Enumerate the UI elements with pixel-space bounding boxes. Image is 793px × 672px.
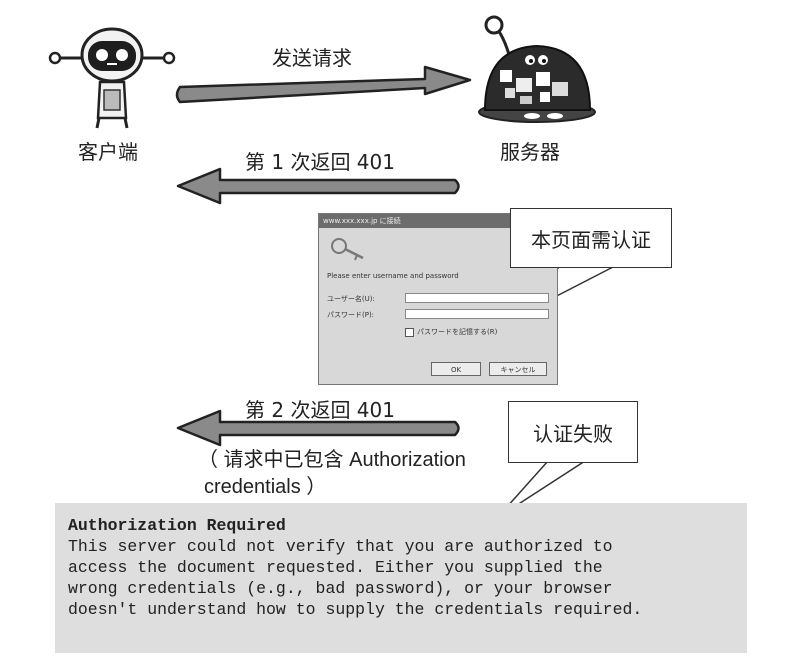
callout-auth-failed: 认证失败	[508, 401, 638, 463]
remember-password-label: パスワードを記憶する(R)	[417, 328, 498, 336]
error-line: wrong credentials (e.g., bad password), …	[68, 579, 613, 598]
request-arrow-label: 发送请求	[272, 46, 352, 70]
remember-password-checkbox[interactable]: パスワードを記憶する(R)	[405, 327, 497, 337]
first-401-arrow	[176, 167, 460, 205]
error-line: doesn't understand how to supply the cre…	[68, 600, 643, 619]
server-robot-icon	[478, 15, 596, 123]
error-line: access the document requested. Either yo…	[68, 558, 603, 577]
key-icon	[331, 238, 364, 261]
client-robot-icon	[48, 27, 176, 129]
second-401-note: （ 请求中已包含 Authorization credentials ）	[198, 447, 466, 501]
ok-button[interactable]: OK	[431, 362, 481, 376]
username-label: ユーザー名(U):	[327, 295, 375, 303]
second-401-arrow-label: 第 2 次返回 401	[245, 398, 395, 422]
client-label: 客户端	[78, 140, 138, 164]
error-title: Authorization Required	[68, 516, 286, 535]
username-field[interactable]	[405, 293, 549, 303]
checkbox-box[interactable]	[405, 327, 414, 337]
second-401-note-line: （ 请求中已包含 Authorization	[198, 449, 466, 471]
password-label: パスワード(P):	[327, 311, 375, 319]
dialog-prompt: Please enter username and password	[327, 272, 459, 280]
callout-auth-required: 本页面需认证	[510, 208, 672, 268]
server-label: 服务器	[500, 140, 560, 164]
error-page: Authorization Required This server could…	[55, 503, 747, 653]
dialog-title: www.xxx.xxx.jp に接続	[319, 214, 557, 228]
request-arrow	[175, 65, 472, 104]
error-line: This server could not verify that you ar…	[68, 537, 613, 556]
second-401-arrow	[176, 409, 460, 447]
second-401-note-line: credentials ）	[204, 476, 327, 498]
password-field[interactable]	[405, 309, 549, 319]
first-401-arrow-label: 第 1 次返回 401	[245, 150, 395, 174]
cancel-button[interactable]: キャンセル	[489, 362, 547, 376]
